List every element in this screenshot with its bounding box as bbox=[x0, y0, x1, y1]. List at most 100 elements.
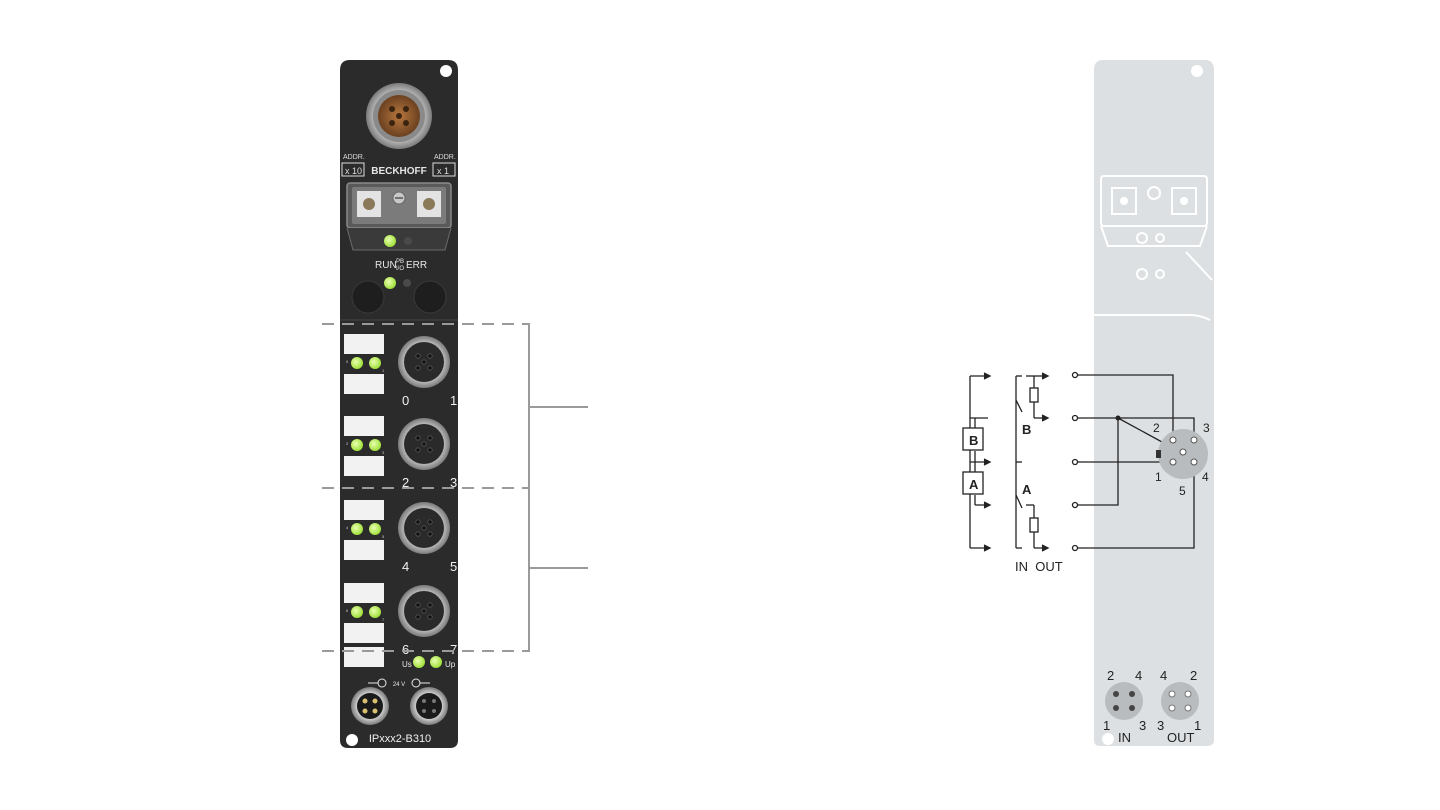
channel-led-a bbox=[351, 357, 363, 369]
socket-pin bbox=[421, 608, 427, 614]
power-in-pin1: 1 bbox=[1103, 718, 1110, 733]
power-in-pin2: 2 bbox=[1107, 668, 1114, 683]
pin-4-label: 4 bbox=[1202, 470, 1209, 484]
run-led bbox=[384, 277, 396, 289]
led-number-b: 5 bbox=[382, 534, 385, 539]
blank-plug-right bbox=[413, 280, 447, 314]
pin-2 bbox=[1169, 436, 1177, 444]
channel-led-b bbox=[369, 523, 381, 535]
power-in-pin3: 3 bbox=[1139, 718, 1146, 733]
socket-pin bbox=[421, 441, 427, 447]
power-pinout-labels: 2 4 1 3 IN 4 2 3 1 OUT bbox=[1103, 668, 1201, 745]
pin-3-label: 3 bbox=[1203, 421, 1210, 435]
status-io-label: I/O bbox=[396, 266, 404, 272]
socket-pin bbox=[427, 435, 433, 441]
function-block-b bbox=[962, 427, 984, 451]
power-out-pin2: 2 bbox=[1190, 668, 1197, 683]
led-number-b: 7 bbox=[382, 617, 385, 622]
schematic-labels: B A B A IN OUT 2 3 1 5 4 bbox=[969, 421, 1210, 574]
port-number-left: 0 bbox=[402, 393, 409, 408]
channel-led-a bbox=[351, 439, 363, 451]
socket-pin bbox=[427, 519, 433, 525]
power-out-pin1: 1 bbox=[1194, 718, 1201, 733]
port-number-left: 4 bbox=[402, 559, 409, 574]
switch-b-label: B bbox=[1022, 422, 1031, 437]
mount-hole-bottom bbox=[346, 734, 358, 746]
wire-junction bbox=[1115, 415, 1121, 421]
pin-3 bbox=[1190, 436, 1198, 444]
pin-1 bbox=[1169, 458, 1177, 466]
function-block-a bbox=[962, 471, 984, 495]
port-number-right: 3 bbox=[450, 475, 457, 490]
channel-led-b bbox=[369, 357, 381, 369]
power-out-label: OUT bbox=[1167, 730, 1195, 745]
led-number-a: 4 bbox=[346, 525, 349, 530]
pin-5 bbox=[1179, 448, 1187, 456]
pin-1-label: 1 bbox=[1155, 470, 1162, 484]
addr-right-box bbox=[432, 162, 456, 177]
pin-2-label: 2 bbox=[1153, 421, 1160, 435]
panel-window-outline bbox=[1094, 175, 1213, 321]
m12-pinout bbox=[1156, 429, 1208, 479]
socket-pin bbox=[415, 519, 421, 525]
io-module: ADDR. x 10 BECKHOFF ADDR. x 1 RUN PB I/O… bbox=[340, 60, 458, 748]
socket-pin bbox=[415, 447, 421, 453]
power-out-connector bbox=[410, 687, 448, 725]
status-run-label: RUN bbox=[375, 260, 397, 271]
socket-pin bbox=[415, 353, 421, 359]
in-out-label: IN OUT bbox=[1015, 559, 1063, 574]
power-in-connector bbox=[351, 687, 389, 725]
power-in-label: IN bbox=[1118, 730, 1131, 745]
resistor-bottom bbox=[1029, 517, 1039, 533]
socket-pin bbox=[415, 435, 421, 441]
power-in-pinout bbox=[1105, 682, 1143, 720]
port-label-slot-bottom bbox=[344, 374, 384, 394]
resistor-top bbox=[1029, 387, 1039, 403]
brand-logo: BECKHOFF bbox=[371, 166, 427, 177]
port-grouping-brackets bbox=[322, 323, 588, 652]
block-a-label: A bbox=[969, 477, 979, 492]
port-label-slot-bottom bbox=[344, 456, 384, 476]
channel-led-b bbox=[369, 439, 381, 451]
socket-pin bbox=[421, 525, 427, 531]
socket-pin bbox=[415, 365, 421, 371]
addr-right-box-text: x 1 bbox=[437, 166, 449, 176]
panel-hole-bottom bbox=[1102, 733, 1114, 745]
led-number-a: 2 bbox=[346, 441, 349, 446]
power-us-label: Us bbox=[402, 660, 412, 669]
socket-pin bbox=[421, 359, 427, 365]
channel-led-a bbox=[351, 606, 363, 618]
socket-pin bbox=[427, 447, 433, 453]
led-number-b: 1 bbox=[382, 368, 385, 373]
socket-pin bbox=[427, 365, 433, 371]
socket-pin bbox=[415, 602, 421, 608]
led-number-a: 6 bbox=[346, 608, 349, 613]
socket-pin bbox=[427, 602, 433, 608]
port-label-slot-top bbox=[344, 416, 384, 436]
led-number-b: 3 bbox=[382, 450, 385, 455]
power-up-label: Up bbox=[445, 660, 456, 669]
power-voltage-label: 24 V bbox=[393, 682, 405, 688]
port-label-slot-top bbox=[344, 334, 384, 354]
mount-hole-top bbox=[440, 65, 452, 77]
panel-hole-top bbox=[1191, 65, 1203, 77]
port-number-right: 7 bbox=[450, 642, 457, 657]
status-err-label: ERR bbox=[406, 260, 427, 271]
blank-plug-left bbox=[351, 280, 385, 314]
socket-pin bbox=[415, 531, 421, 537]
err-led bbox=[403, 279, 411, 287]
led-number-a: 0 bbox=[346, 359, 349, 364]
addr-right-label: ADDR. bbox=[434, 154, 456, 161]
power-out-pin3: 3 bbox=[1157, 718, 1164, 733]
model-label: IPxxx2-B310 bbox=[369, 733, 431, 745]
port-number-right: 1 bbox=[450, 393, 457, 408]
pin-4 bbox=[1190, 458, 1198, 466]
addr-left-box-text: x 10 bbox=[345, 166, 362, 176]
power-out-pinout bbox=[1161, 682, 1199, 720]
socket-pin bbox=[427, 531, 433, 537]
up-led bbox=[430, 656, 442, 668]
